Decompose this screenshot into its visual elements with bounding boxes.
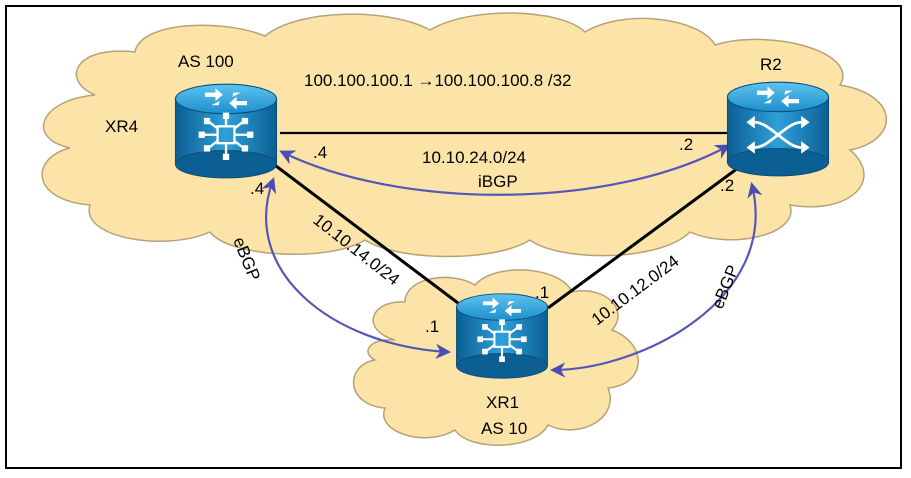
xr1-r2-host-r2: .2 <box>720 176 734 195</box>
router-r2-icon[interactable] <box>726 80 830 178</box>
xr4-r2-host-r2: .2 <box>679 135 693 154</box>
router-xr1-label: XR1 <box>486 393 519 412</box>
as10-label: AS 10 <box>481 419 527 438</box>
router-r2-label: R2 <box>760 55 782 74</box>
ebgp-session-arrow-right <box>549 182 763 378</box>
xr4-xr1-host-xr4: .4 <box>250 179 264 198</box>
xr4-r2-host-xr4: .4 <box>313 143 327 162</box>
router-xr4-icon[interactable] <box>174 82 278 180</box>
ebgp-right-label: eBGP <box>708 262 743 311</box>
diagram-frame <box>5 5 902 469</box>
ibgp-session-arrow <box>279 144 731 196</box>
ibgp-label: iBGP <box>478 172 518 191</box>
as100-label: AS 100 <box>178 52 234 71</box>
xr1-r2-host-xr1: .1 <box>535 283 549 302</box>
xr1-r2-subnet: 10.10.12.0/24 <box>588 251 682 329</box>
ebgp-session-arrow-left <box>261 177 452 359</box>
router-xr1-icon[interactable] <box>455 292 549 380</box>
xr4-r2-subnet: 10.10.24.0/24 <box>422 148 526 167</box>
route-note: 100.100.100.1 →100.100.100.8 /32 <box>304 71 572 90</box>
router-xr4-label: XR4 <box>105 117 138 136</box>
xr4-xr1-host-xr1: .1 <box>425 317 439 336</box>
